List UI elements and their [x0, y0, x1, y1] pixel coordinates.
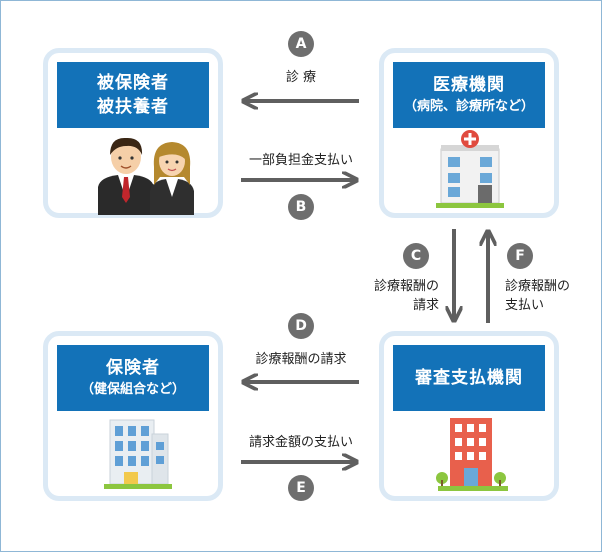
people-illustration — [98, 137, 194, 215]
label-f: 診療報酬の 支払い — [505, 279, 571, 313]
woman-figure — [150, 142, 194, 215]
hospital-icon — [436, 130, 504, 208]
label-a: 診 療 — [285, 70, 317, 85]
label-b: 一部負担金支払い — [248, 153, 353, 168]
red-building-icon — [436, 418, 508, 491]
label-c: 診療報酬の 請求 — [373, 279, 439, 313]
label-e: 請求金額の支払い — [248, 435, 353, 450]
man-figure — [98, 137, 154, 215]
badge-a: A — [288, 31, 314, 57]
badge-e: E — [288, 475, 314, 501]
node-insured-header: 被保険者 被扶養者 — [57, 62, 209, 128]
badge-b: B — [288, 194, 314, 220]
node-review: 審査支払機関 — [379, 331, 559, 501]
node-insured: 被保険者 被扶養者 — [43, 48, 223, 218]
node-medical: 医療機関 （病院、診療所など） — [379, 48, 559, 218]
badge-f: F — [507, 243, 533, 269]
node-medical-header: 医療機関 （病院、診療所など） — [393, 62, 545, 128]
label-d: 診療報酬の請求 — [255, 352, 347, 367]
office-building-icon — [104, 419, 172, 489]
node-insurer: 保険者 （健保組合など） — [43, 331, 223, 501]
node-review-header: 審査支払機関 — [393, 345, 545, 411]
badge-d: D — [288, 313, 314, 339]
badge-c: C — [403, 243, 429, 269]
node-insurer-header: 保険者 （健保組合など） — [57, 345, 209, 411]
